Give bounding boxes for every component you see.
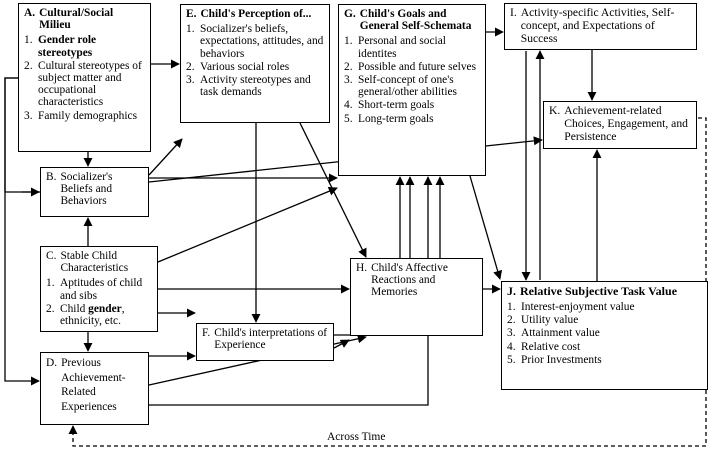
arrow-g-to-j	[469, 175, 503, 280]
box-achievement-choices: K.Achievement-related Choices, Engagemen…	[543, 101, 697, 149]
box-previous-achievement-experiences: D.Previous Achievement-Related Experienc…	[40, 352, 149, 425]
arrow-c-to-g	[157, 186, 338, 263]
box-activity-specific: I.Activity-specific Activities, Self-con…	[504, 3, 697, 50]
arrow-d-to-g	[149, 176, 433, 406]
box-g-item: 2.Possible and future selves	[344, 60, 476, 73]
box-childs-perception: E.Child's Perception of... 1.Socializer'…	[180, 4, 330, 123]
box-d-title: Previous Achievement-Related Experiences	[61, 357, 126, 413]
box-a-item: 3.Family demographics	[24, 109, 138, 122]
box-h-title: Child's Affective Reactions and Memories	[371, 262, 448, 299]
box-i-title: Activity-specific Activities, Self-conce…	[520, 6, 675, 45]
box-j-item: 5.Prior Investments	[507, 353, 602, 366]
box-g-item: 4.Short-term goals	[344, 99, 435, 112]
box-j-item: 2.Utility value	[507, 314, 579, 327]
box-e-label: E.	[186, 8, 197, 20]
box-g-item: 1.Personal and social identites	[344, 35, 446, 60]
box-g-item: 3.Self-concept of one's general/other ab…	[344, 74, 457, 99]
box-a-item: 1.Gender role stereotypes	[24, 34, 97, 59]
box-d-label: D.	[46, 357, 58, 369]
box-k-title: Achievement-related Choices, Engagement,…	[564, 104, 688, 143]
box-stable-child-characteristics: C.Stable Child Characteristics 1.Aptitud…	[40, 246, 158, 332]
box-k-label: K.	[549, 104, 561, 117]
box-e-item: 1.Socializer's beliefs, expectations, at…	[186, 23, 324, 60]
box-e-title: Child's Perception of...	[200, 8, 312, 20]
box-a-item: 2.Cultural stereotypes of subject matter…	[24, 59, 142, 109]
box-b-title: Socializer's Beliefs and Behaviors	[60, 171, 113, 208]
box-j-item: 3.Attainment value	[507, 327, 600, 340]
box-j-title: Relative Subjective Task Value	[520, 284, 678, 298]
box-g-item: 5.Long-term goals	[344, 112, 434, 125]
box-b-label: B.	[46, 171, 57, 183]
box-relative-subjective-task-value: J. Relative Subjective Task Value 1.Inter…	[501, 281, 708, 390]
box-g-label: G.	[344, 8, 356, 20]
box-e-item: 2.Various social roles	[186, 60, 290, 73]
box-childs-interpretations: F.Child's interpretations of Experience	[196, 323, 334, 361]
box-socializers-beliefs: B.Socializer's Beliefs and Behaviors	[40, 167, 149, 217]
box-j-item: 1.Interest-enjoyment value	[507, 301, 635, 313]
arrow-b-to-e	[148, 138, 183, 176]
arrow-f-to-h	[333, 339, 350, 349]
box-c-item: 1.Aptitudes of child and sibs	[46, 277, 143, 302]
box-childs-goals: G.Child's Goals and General Self-Schemat…	[338, 4, 486, 176]
box-f-label: F.	[202, 327, 211, 339]
box-j-label: J.	[507, 284, 516, 298]
box-g-title: Child's Goals and General Self-Schemata	[359, 8, 472, 33]
across-time-label: Across Time	[327, 431, 386, 443]
box-c-item: 2.Child gender, ethnicity, etc.	[46, 302, 125, 328]
box-j-item: 4.Relative cost	[507, 340, 581, 353]
box-a-title: Cultural/Social Milieu	[39, 7, 114, 32]
box-h-label: H.	[356, 262, 368, 274]
box-c-title: Stable Child Characteristics	[60, 250, 129, 275]
box-affective-reactions: H.Child's Affective Reactions and Memori…	[350, 258, 483, 336]
arrow-e-to-h	[299, 122, 367, 258]
box-c-label: C.	[46, 250, 57, 262]
box-a-label: A.	[24, 7, 36, 19]
box-e-item: 3.Activity stereotypes and task demands	[186, 74, 311, 99]
box-i-label: I.	[510, 6, 517, 19]
box-cultural-social-milieu: A.Cultural/Social Milieu 1.Gender role s…	[18, 3, 151, 152]
across-time-feedback-arrow	[68, 117, 707, 447]
box-f-title: Child's interpretations of Experience	[214, 327, 328, 352]
